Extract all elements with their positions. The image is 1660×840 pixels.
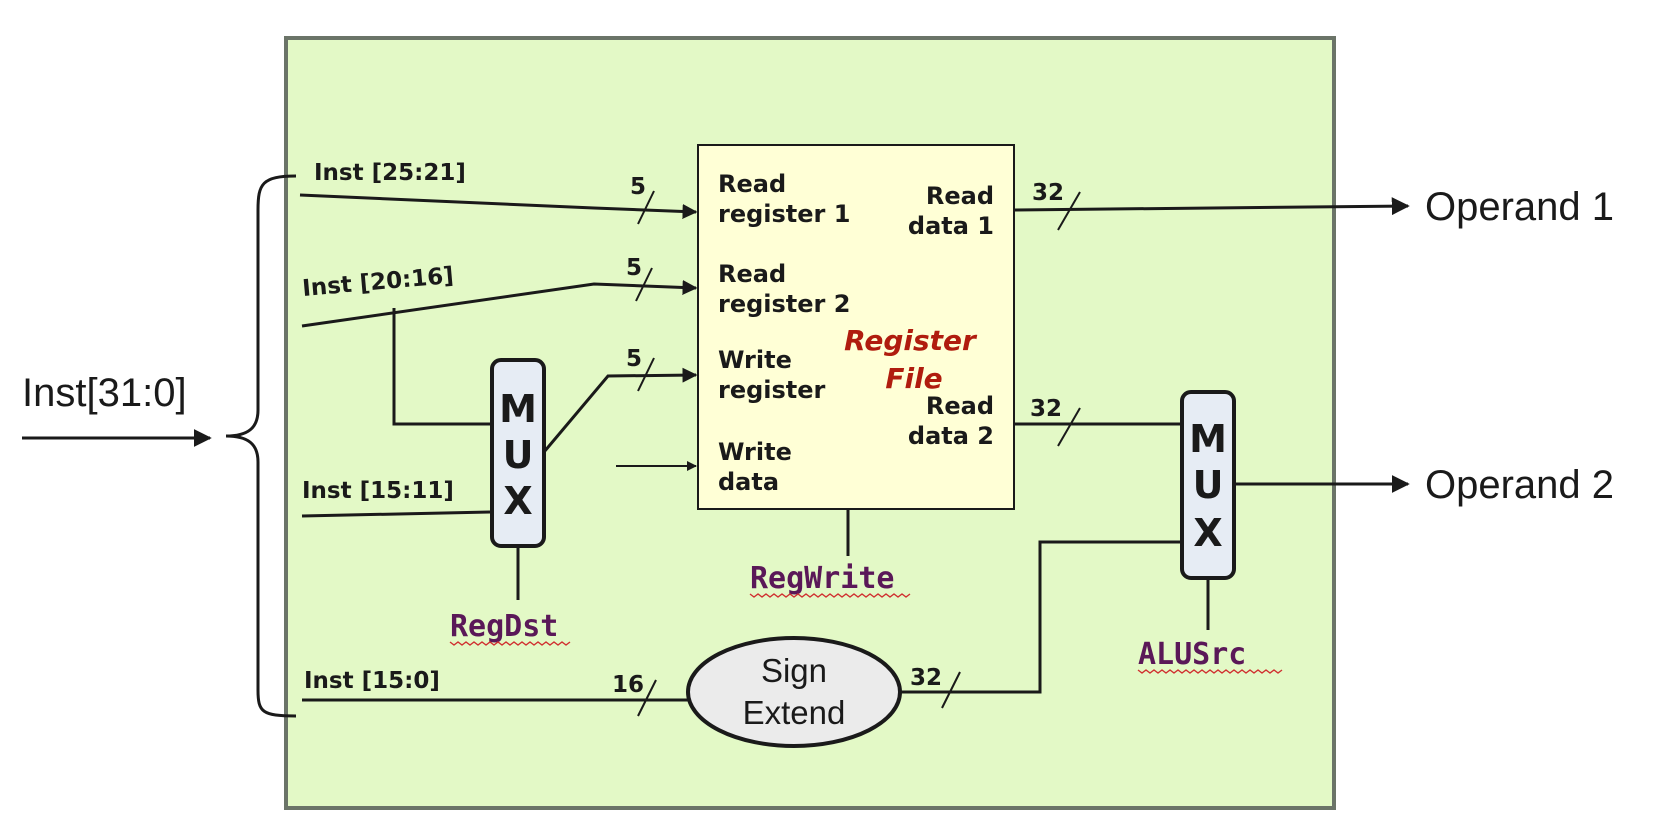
regdst-mux-letter-x: X (503, 479, 532, 523)
register-file-title-line1: Register (844, 324, 978, 357)
alusrc-mux-letter-u: U (1193, 463, 1224, 507)
alusrc-mux: M U X (1180, 390, 1236, 580)
imm-out-width-label: 32 (910, 665, 942, 691)
field-label-rs: Inst [25:21] (314, 160, 466, 186)
rt-width-label: 5 (626, 255, 642, 281)
imm-in-width-slash (637, 679, 657, 717)
write-register-width-label: 5 (626, 346, 642, 372)
rs-wire (299, 193, 698, 219)
port-read-data-2-line1: Read (926, 392, 994, 420)
instruction-brace (225, 174, 297, 718)
rs-width-label: 5 (630, 174, 646, 200)
rt-to-mux-wire (392, 308, 490, 426)
rs-width-slash (637, 190, 655, 225)
register-file (697, 144, 1015, 510)
imm-out-width-slash (941, 671, 961, 709)
regdst-mux: M U X (490, 358, 546, 548)
alusrc-control-label: ALUSrc (1138, 637, 1246, 672)
port-read-register-2-line1: Read (718, 260, 786, 288)
read-data-1-width-label: 32 (1032, 180, 1064, 206)
field-label-rd: Inst [15:11] (302, 478, 454, 504)
rt-width-slash (635, 267, 653, 302)
regdst-mux-letter-m: M (499, 387, 537, 431)
rt-wire (301, 279, 698, 328)
port-read-register-1-line2: register 1 (718, 200, 850, 228)
port-read-data-1-line1: Read (926, 182, 994, 210)
read-data-2-width-slash (1057, 407, 1081, 447)
regdst-mux-letter-u: U (503, 433, 534, 477)
sign-extend-output-wire (900, 540, 1182, 694)
port-read-register-2-line2: register 2 (718, 290, 850, 318)
sign-extend-line2: Extend (743, 694, 846, 731)
port-write-register-line2: register (718, 376, 826, 404)
port-read-data-2-line2: data 2 (908, 422, 994, 450)
port-write-data-line2: data (718, 468, 779, 496)
port-write-register-line1: Write (718, 346, 792, 374)
imm-in-width-label: 16 (612, 672, 644, 698)
operand-2-label: Operand 2 (1425, 463, 1614, 507)
write-register-width-slash (637, 357, 655, 392)
write-register-wire (542, 367, 698, 453)
regwrite-spell-underline (749, 593, 911, 598)
sign-extend-line1: Sign (761, 652, 827, 689)
rd-wire (301, 510, 491, 518)
regwrite-control-label: RegWrite (750, 561, 895, 596)
regdst-spell-underline (449, 641, 571, 646)
read-data-1-width-slash (1057, 191, 1081, 231)
operand-1-label: Operand 1 (1425, 185, 1614, 229)
field-label-imm: Inst [15:0] (304, 668, 440, 694)
alusrc-mux-letter-x: X (1193, 511, 1222, 555)
register-file-title-line2: File (885, 362, 942, 395)
alusrc-mux-letter-m: M (1189, 417, 1227, 461)
port-read-data-1-line2: data 1 (908, 212, 994, 240)
instruction-input-label: Inst[31:0] (22, 371, 187, 415)
port-read-register-1-line1: Read (718, 170, 786, 198)
port-write-data-line1: Write (718, 438, 792, 466)
read-data-2-width-label: 32 (1030, 396, 1062, 422)
alusrc-spell-underline (1137, 669, 1283, 674)
regdst-control-label: RegDst (450, 609, 558, 644)
read-data-1-wire (1013, 197, 1410, 216)
